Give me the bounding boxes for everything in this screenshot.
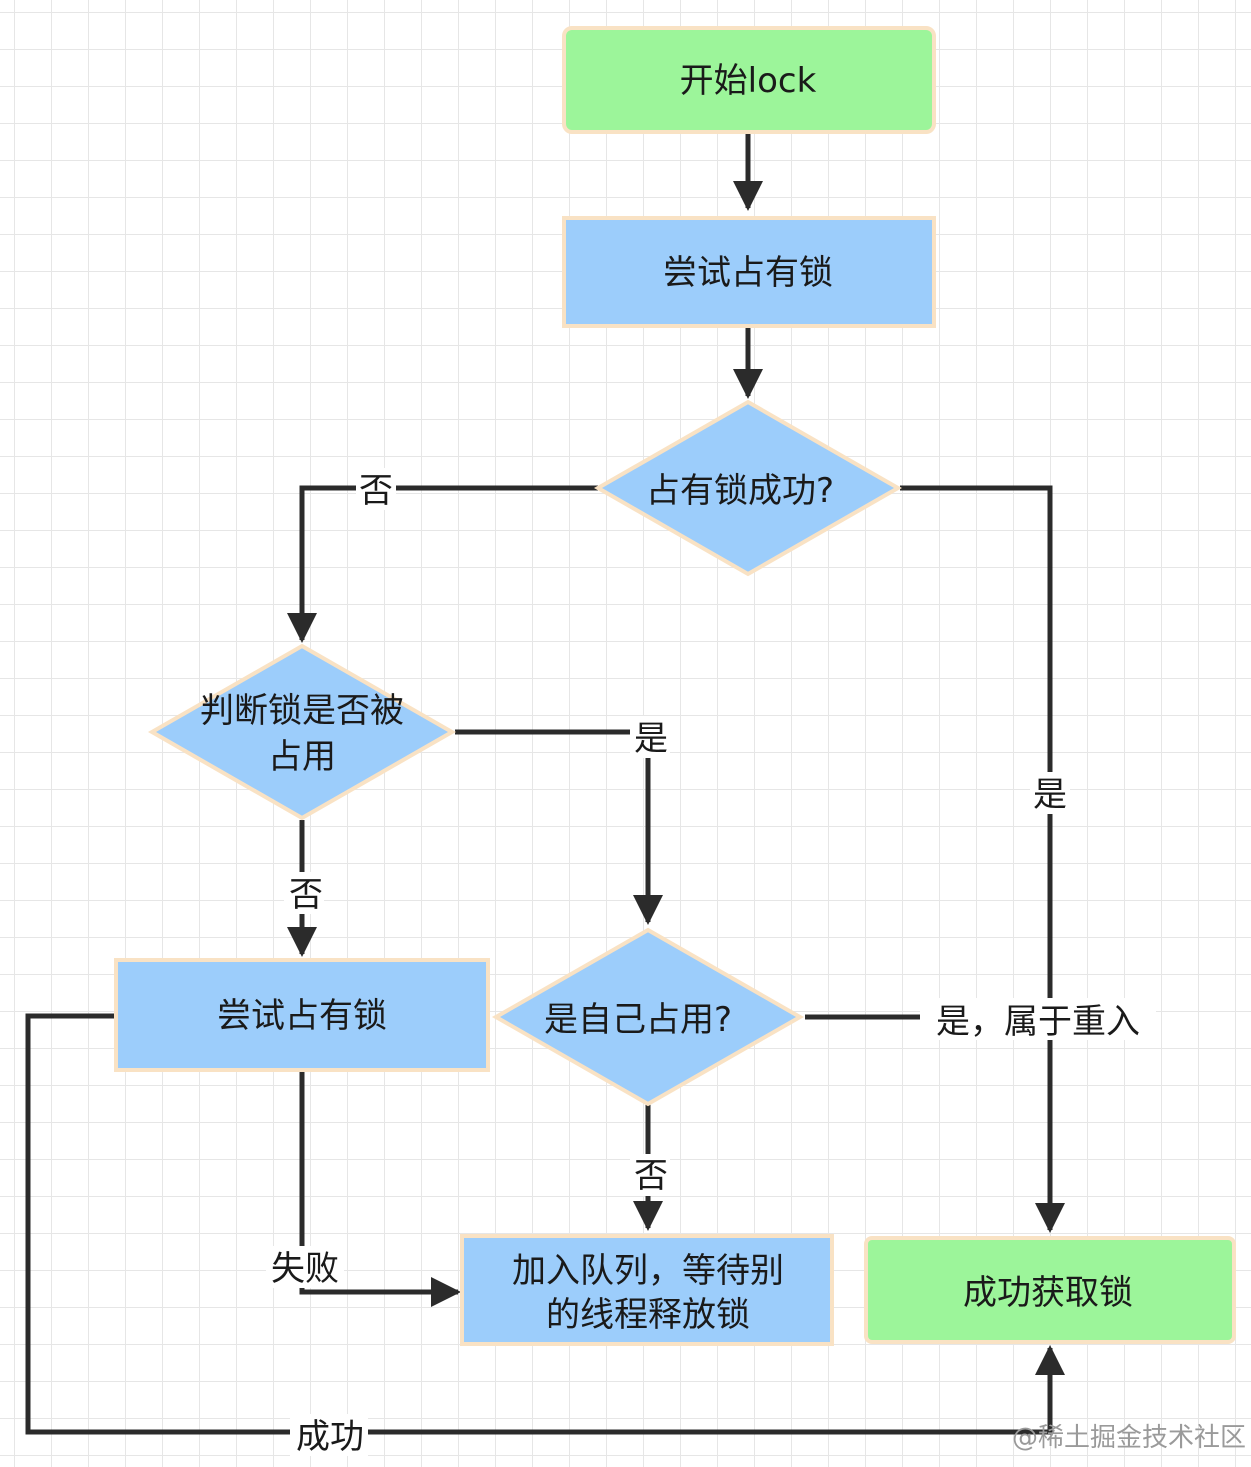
decision-self-occupied-label: 是自己占用? (544, 1000, 732, 1040)
node-try-lock-2[interactable]: 尝试占有锁 (114, 958, 490, 1072)
label-success: 成功 (296, 1417, 364, 1457)
edge-try2-success (25, 1013, 1065, 1435)
node-try-lock-2-label: 尝试占有锁 (217, 996, 387, 1036)
decision-is-occupied[interactable]: 判断锁是否被 占用 (147, 643, 457, 821)
node-start-label: 开始lock (680, 61, 817, 101)
node-enqueue[interactable]: 加入队列，等待别 的线程释放锁 (460, 1234, 834, 1346)
decision-is-occupied-line1: 判断锁是否被 (200, 691, 404, 731)
decision-self-occupied[interactable]: 是自己占用? (491, 927, 805, 1107)
label-no-3: 否 (634, 1156, 668, 1196)
decision-is-occupied-line2: 占用 (268, 737, 336, 777)
decision-lock-success-label: 占有锁成功? (646, 471, 834, 511)
node-acquired[interactable]: 成功获取锁 (864, 1236, 1236, 1344)
edge-decision-no (287, 485, 598, 643)
node-enqueue-line2: 的线程释放锁 (546, 1295, 750, 1335)
node-try-lock-1[interactable]: 尝试占有锁 (562, 216, 936, 328)
label-fail: 失败 (271, 1249, 339, 1289)
node-start[interactable]: 开始lock (562, 26, 936, 134)
edge-occupied-yes (455, 729, 663, 925)
edge-try2-fail (299, 1070, 461, 1307)
label-no-2: 否 (289, 875, 323, 915)
label-yes-2: 是 (634, 719, 668, 759)
edge-decision-yes (900, 485, 1065, 1233)
watermark: @稀土掘金技术社区 (1012, 1423, 1246, 1453)
node-try-lock-1-label: 尝试占有锁 (663, 253, 833, 293)
decision-lock-success[interactable]: 占有锁成功? (593, 399, 903, 577)
label-yes-reentrant: 是，属于重入 (936, 1002, 1140, 1042)
label-yes-1: 是 (1033, 775, 1067, 815)
label-no-1: 否 (359, 471, 393, 511)
node-acquired-label: 成功获取锁 (963, 1273, 1133, 1313)
node-enqueue-line1: 加入队列，等待别 (512, 1251, 784, 1291)
edge-labels: 否 是 是 否 是，属于重入 否 失败 成功 (266, 468, 1156, 1457)
